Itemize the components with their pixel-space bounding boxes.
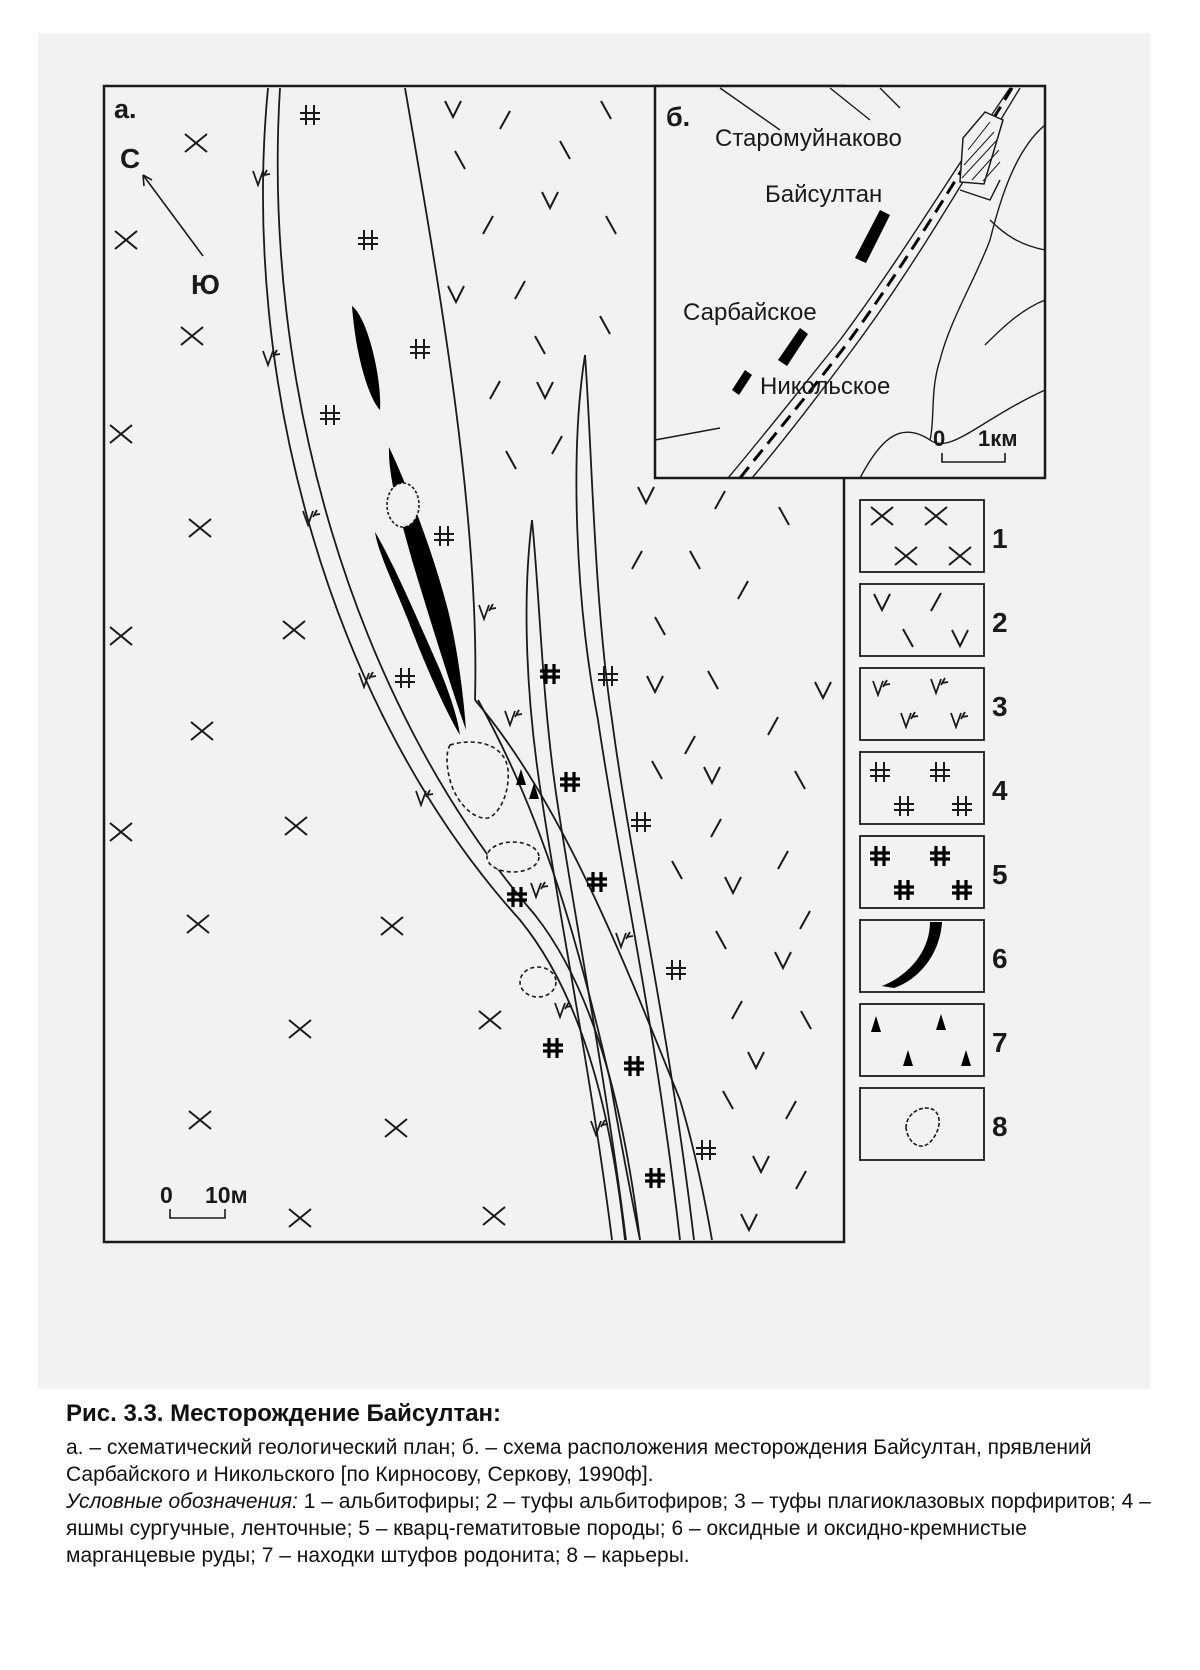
- scale-bar-a: 0 10м: [160, 1182, 248, 1219]
- place-baisultan: Байсултан: [765, 181, 882, 208]
- staromuinakovo-hatch: [961, 121, 1001, 182]
- legend-number-5: 5: [992, 859, 1008, 890]
- legend-item-2: 2: [859, 583, 1008, 657]
- geological-figure: а. С Ю 0 10м: [102, 84, 1047, 1244]
- legend: 1 2 3 4: [859, 499, 1008, 1161]
- place-sarbaiskoe: Сарбайское: [683, 299, 817, 326]
- legend-number-7: 7: [992, 1027, 1008, 1058]
- map-a: а. С Ю 0 10м: [102, 84, 846, 1244]
- map-a-label: а.: [114, 94, 137, 124]
- scale-b-zero: 0: [933, 426, 945, 451]
- map-b: б. Старомуйнаково Байсултан Сарбайское Н…: [653, 84, 1047, 480]
- legend-item-3: 3: [859, 667, 1008, 741]
- caption-legend-heading: Условные обозначения:: [66, 1490, 298, 1513]
- legend-item-7: 7: [859, 1003, 1008, 1077]
- south-label: Ю: [191, 269, 220, 300]
- scale-b-value: 1км: [978, 426, 1018, 451]
- legend-item-8: 8: [859, 1087, 1008, 1161]
- legend-item-5: 5: [859, 835, 1008, 909]
- scale-a-value: 10м: [205, 1182, 248, 1208]
- caption-legend: Условные обозначения: 1 – альбитофиры; 2…: [66, 1488, 1156, 1569]
- scale-a-zero: 0: [160, 1182, 173, 1208]
- caption-title: Рис. 3.3. Месторождение Байсултан:: [66, 1400, 502, 1427]
- albitophyre-pattern: [109, 133, 506, 1228]
- quarries: [386, 482, 557, 998]
- legend-number-2: 2: [992, 607, 1008, 638]
- legend-number-3: 3: [992, 691, 1008, 722]
- legend-number-8: 8: [992, 1111, 1008, 1142]
- jasper-pattern: [299, 104, 717, 1161]
- caption-description: а. – схематический геологический план; б…: [66, 1436, 1092, 1486]
- contact-lines: [262, 87, 713, 1241]
- map-a-frame: [102, 84, 846, 1244]
- map-b-railway: [738, 87, 1014, 479]
- legend-item-4: 4: [859, 751, 1008, 825]
- legend-item-6: 6: [859, 919, 1008, 993]
- quartz-hematite-pattern: [505, 662, 667, 1190]
- legend-number-1: 1: [992, 523, 1008, 554]
- legend-number-4: 4: [992, 775, 1008, 806]
- staromuinakovo-area: [959, 111, 1004, 185]
- caption-legend-text: 1 – альбитофиры; 2 – туфы альбитофиров; …: [66, 1490, 1151, 1567]
- map-b-deposits: [732, 210, 890, 395]
- scale-bar-b: 0 1км: [933, 426, 1018, 463]
- legend-number-6: 6: [992, 943, 1008, 974]
- place-nikolskoe: Никольское: [760, 373, 890, 400]
- map-b-label: б.: [666, 102, 690, 132]
- figure-caption: Рис. 3.3. Месторождение Байсултан: а. – …: [66, 1400, 1156, 1569]
- place-staromuinakovo: Старомуйнаково: [715, 125, 902, 152]
- legend-item-1: 1: [859, 499, 1008, 573]
- north-arrow: С Ю: [120, 143, 220, 300]
- north-label: С: [120, 143, 140, 174]
